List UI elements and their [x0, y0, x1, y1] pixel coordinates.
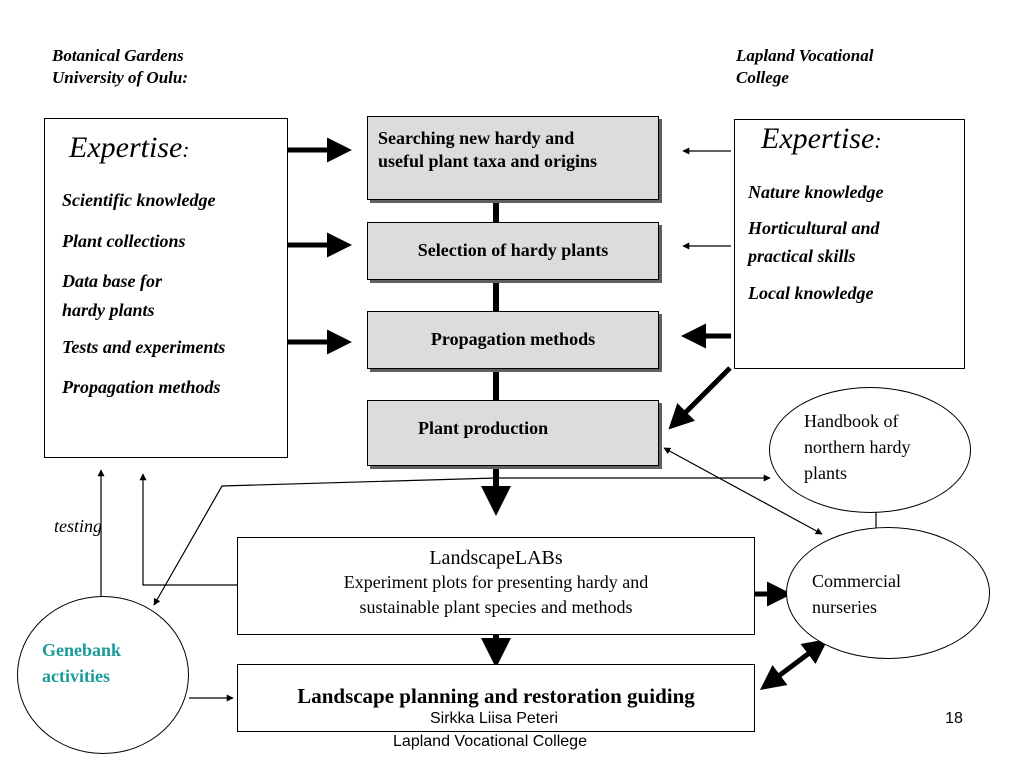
handbook-line3: plants — [804, 463, 847, 483]
handbook-line2: northern hardy — [804, 437, 911, 457]
handbook-ellipse: Handbook of northern hardy plants — [769, 387, 971, 513]
arrow-production-to-genebank — [153, 477, 497, 606]
arrow-right-to-production — [668, 366, 732, 430]
nurseries-line2: nurseries — [812, 597, 877, 617]
right-header-line1: Lapland Vocational — [736, 46, 874, 65]
testing-label: testing — [54, 516, 102, 536]
landscapelabs-box: LandscapeLABs Experiment plots for prese… — [237, 537, 755, 635]
process-step-selection: Selection of hardy plants — [367, 222, 659, 280]
left-header-line1: Botanical Gardens — [52, 46, 184, 65]
footer-author: Sirkka Liisa Peteri — [429, 710, 559, 727]
footer-org: Lapland Vocational College — [393, 733, 587, 750]
nurseries-ellipse: Commercial nurseries — [786, 527, 990, 659]
landscapelabs-line2: sustainable plant species and methods — [359, 597, 633, 617]
right-item-4: Local knowledge — [748, 283, 874, 303]
arrow-production-nurseries — [663, 447, 823, 535]
genebank-line1: Genebank — [42, 640, 122, 660]
right-item-3: practical skills — [748, 246, 856, 266]
arrow-labs-to-left-panel — [139, 473, 238, 586]
left-expertise-title-text: Expertise — [69, 131, 183, 164]
left-header: Botanical Gardens University of Oulu: — [52, 45, 188, 89]
left-item-6: Propagation methods — [62, 377, 221, 397]
step1-line2: useful plant taxa and origins — [378, 151, 598, 171]
right-item-1: Nature knowledge — [748, 182, 884, 202]
process-step-searching: Searching new hardy and useful plant tax… — [367, 116, 659, 200]
left-item-3: Data base for — [62, 271, 162, 291]
page-number: 18 — [945, 710, 963, 727]
arrow-planning-nurseries — [760, 639, 828, 690]
genebank-ellipse: Genebank activities — [17, 596, 189, 754]
genebank-line2: activities — [42, 666, 110, 686]
step3-label: Propagation methods — [430, 329, 596, 349]
nurseries-line1: Commercial — [812, 571, 901, 591]
step2-label: Selection of hardy plants — [417, 240, 609, 260]
right-header: Lapland Vocational College — [736, 45, 873, 89]
landscapelabs-title: LandscapeLABs — [429, 547, 563, 569]
right-item-2: Horticultural and — [748, 218, 880, 238]
left-item-1: Scientific knowledge — [62, 190, 216, 210]
left-expertise-title: Expertise: — [69, 131, 190, 167]
right-expertise-title-text: Expertise — [761, 122, 875, 155]
right-expertise-title: Expertise: — [761, 122, 882, 158]
left-item-4: hardy plants — [62, 300, 155, 320]
left-item-2: Plant collections — [62, 231, 186, 251]
right-header-line2: College — [736, 68, 789, 87]
left-item-5: Tests and experiments — [62, 337, 226, 357]
left-expertise-arrows — [288, 137, 352, 355]
right-expertise-panel: Expertise: Nature knowledge Horticultura… — [734, 119, 965, 369]
process-step-propagation: Propagation methods — [367, 311, 659, 369]
left-expertise-title-colon: : — [182, 137, 190, 162]
planning-label: Landscape planning and restoration guidi… — [297, 684, 695, 708]
process-step-production: Plant production — [367, 400, 659, 466]
left-expertise-panel: Expertise: Scientific knowledge Plant co… — [44, 118, 288, 458]
handbook-line1: Handbook of — [804, 411, 899, 431]
landscapelabs-line1: Experiment plots for presenting hardy an… — [343, 572, 649, 592]
right-expertise-title-colon: : — [874, 128, 882, 153]
planning-box: Landscape planning and restoration guidi… — [237, 664, 755, 732]
step1-line1: Searching new hardy and — [378, 128, 575, 148]
left-header-line2: University of Oulu: — [52, 68, 188, 87]
step4-label: Plant production — [418, 418, 549, 438]
